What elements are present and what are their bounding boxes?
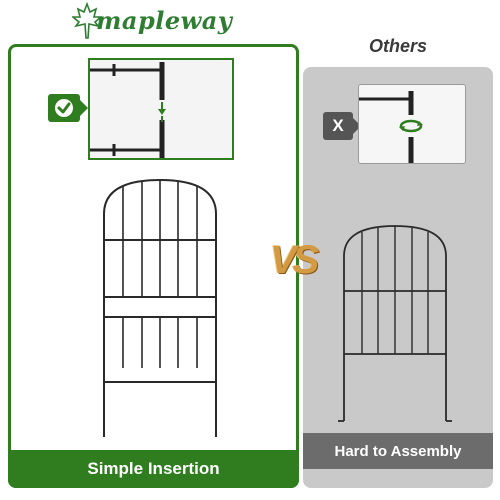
versus-label: VS	[270, 238, 319, 282]
rotate-arrows-icon	[399, 119, 423, 133]
simple-insertion-label: Simple Insertion	[8, 450, 299, 488]
fence-panel-left	[103, 178, 217, 437]
insertion-closeup	[88, 58, 234, 160]
insertion-closeup-drawing	[90, 62, 166, 158]
hard-to-assembly-label: Hard to Assembly	[303, 433, 493, 469]
maple-leaf-icon	[72, 2, 102, 39]
x-badge: X	[323, 112, 353, 140]
x-mark-icon: X	[332, 116, 344, 135]
twist-closeup	[358, 84, 466, 164]
others-title: Others	[368, 36, 428, 56]
check-pointer	[80, 100, 88, 116]
brand-logo: mapleway	[72, 2, 252, 42]
check-badge	[48, 94, 80, 122]
fence-panel-right	[338, 225, 452, 422]
x-pointer	[353, 118, 361, 134]
checkmark-icon	[55, 99, 73, 117]
twist-closeup-drawing	[359, 91, 423, 163]
brand-name: mapleway	[96, 6, 233, 35]
